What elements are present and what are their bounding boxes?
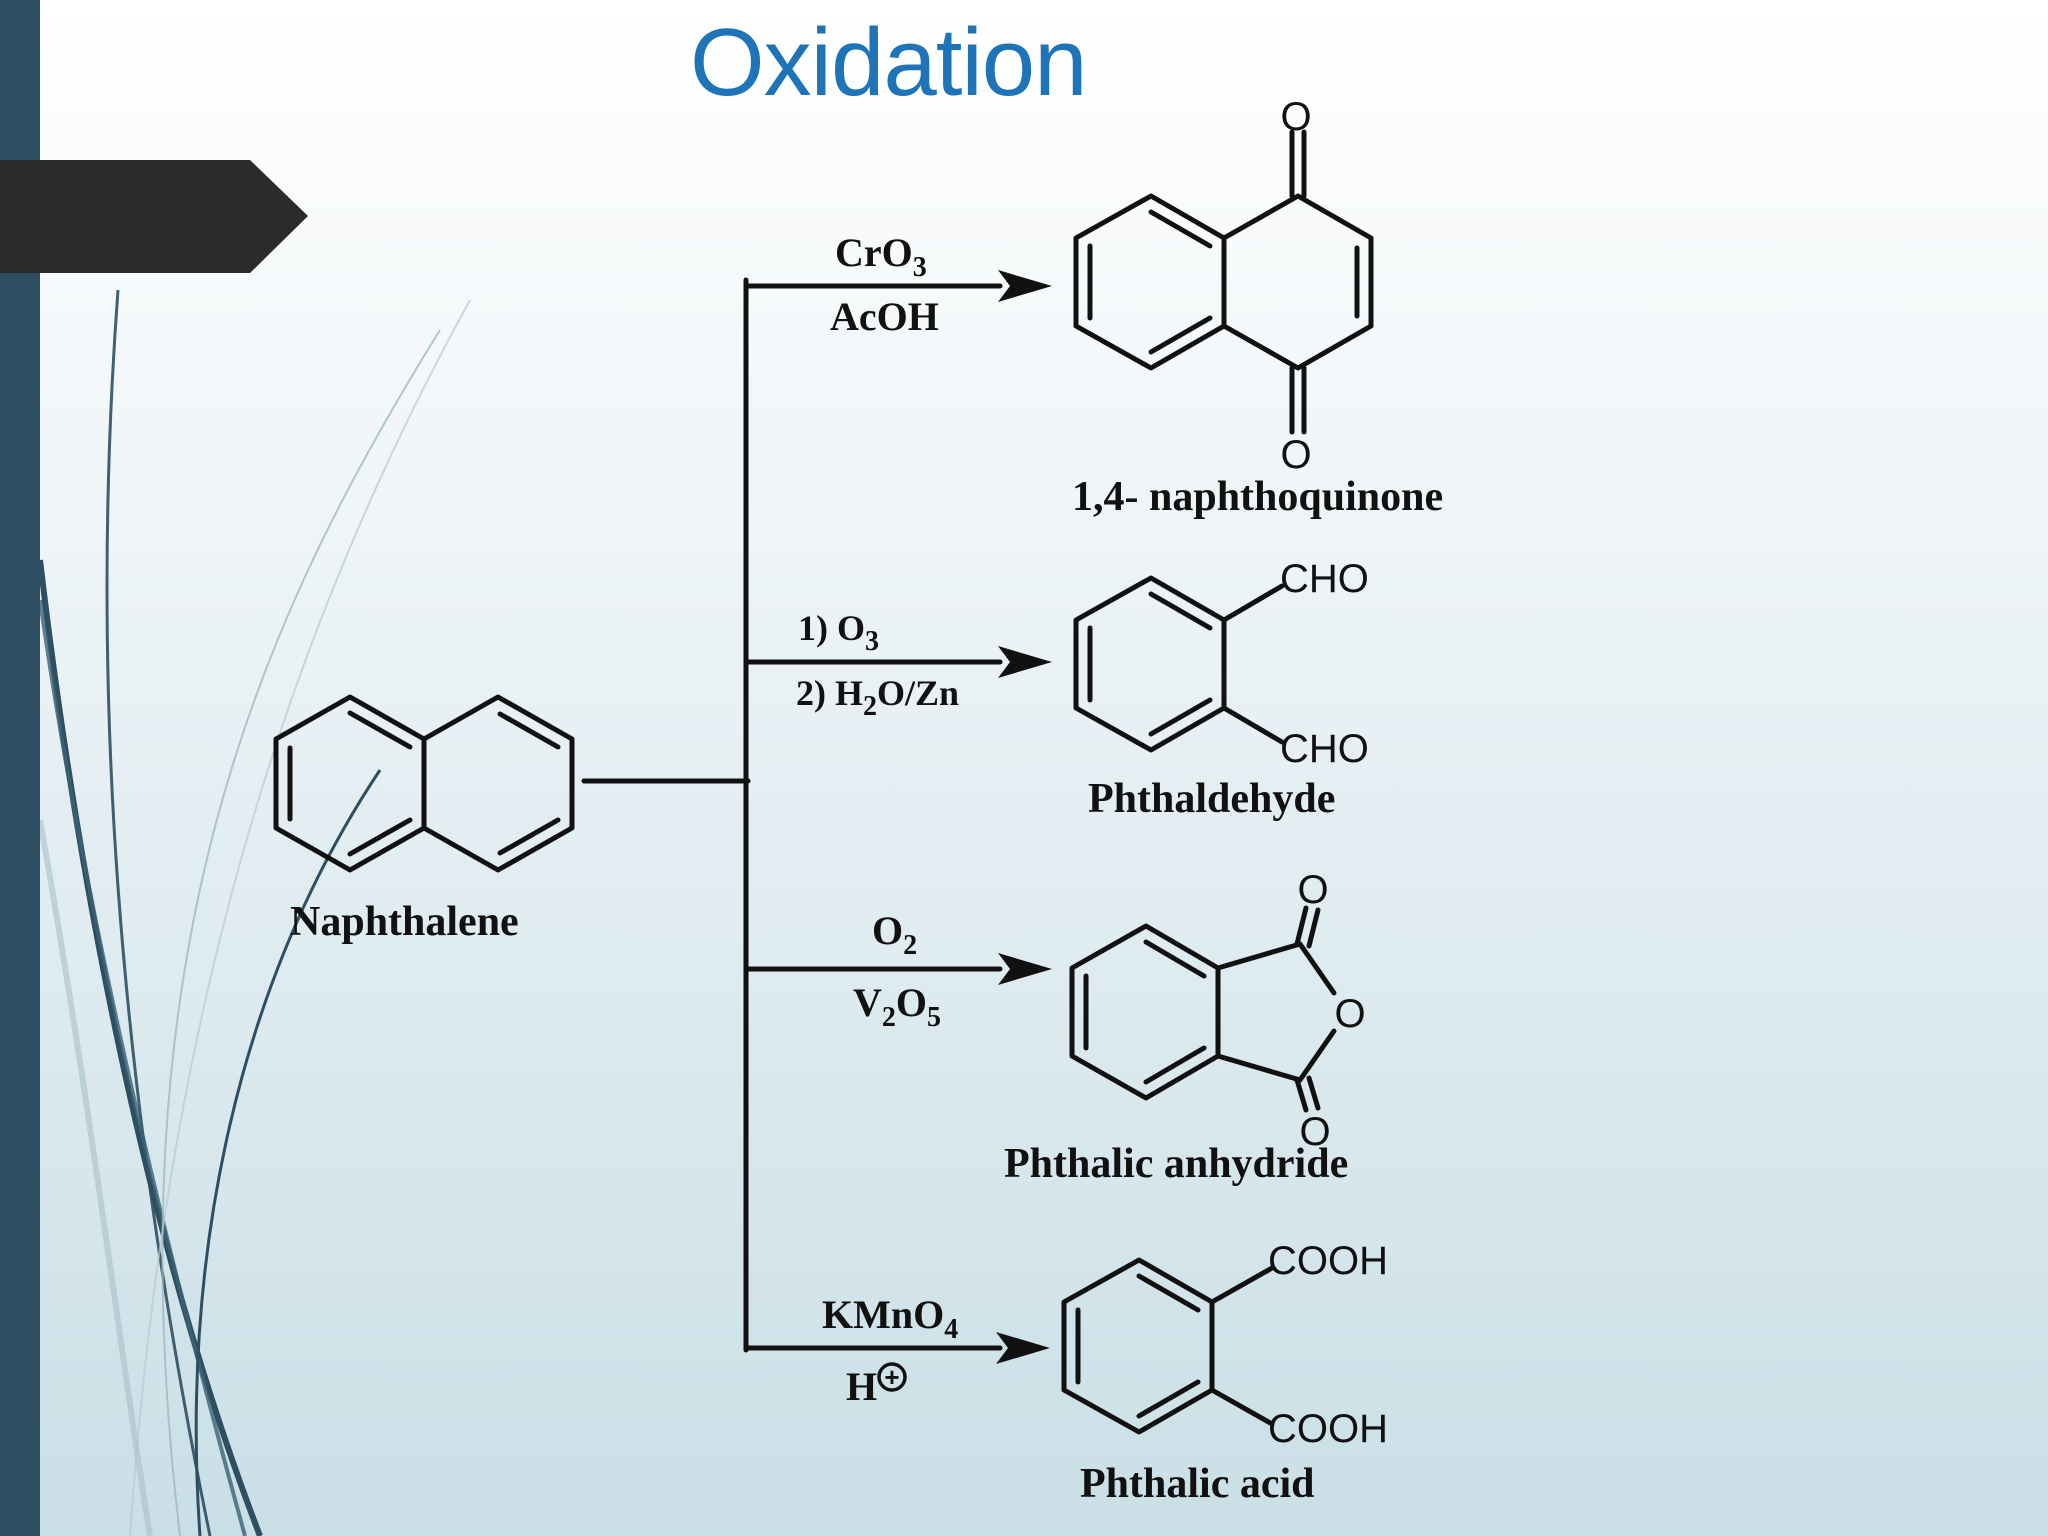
title-tab-marker: [0, 160, 308, 273]
proton-charge-icon: +: [877, 1362, 907, 1392]
phthalic-anhydride-structure: [1069, 905, 1337, 1113]
slide-title: Oxidation: [690, 9, 1088, 116]
reagent-3-bottom: V2O5: [853, 980, 941, 1033]
quinone-oxygen-bottom: O: [1280, 433, 1311, 477]
svg-text:+: +: [884, 1362, 899, 1392]
reagent-4-top: KMnO4: [822, 1292, 958, 1345]
naphthalene-structure: [273, 694, 575, 873]
quinone-oxygen-top: O: [1280, 95, 1311, 139]
naphthoquinone-structure: [1073, 129, 1374, 435]
product-1-name: 1,4- naphthoquinone: [1072, 474, 1443, 520]
arrowhead-2: [998, 646, 1052, 678]
arrowhead-3: [998, 953, 1052, 985]
reagent-2-bottom: 2) H2O/Zn: [796, 673, 959, 722]
product-2-name: Phthaldehyde: [1088, 776, 1335, 822]
reagent-4-bottom: H: [846, 1364, 877, 1409]
phthalic-acid-structure: [1061, 1257, 1275, 1435]
phthaldehyde-structure: [1073, 575, 1285, 753]
branch-lines: [581, 277, 1003, 1353]
product-3-name: Phthalic anhydride: [1004, 1141, 1348, 1187]
arrowhead-4: [996, 1332, 1050, 1364]
arrowhead-1: [998, 270, 1052, 302]
reaction-arrowheads: [996, 270, 1052, 1364]
reagent-3-top: O2: [872, 908, 917, 961]
anhydride-oxygen-bottom: O: [1299, 1110, 1330, 1154]
carboxyl-group-bottom: COOH: [1268, 1407, 1388, 1451]
carboxyl-group-top: COOH: [1268, 1239, 1388, 1283]
reagent-1-top: CrO3: [835, 230, 927, 283]
reagent-2-top: 1) O3: [798, 608, 879, 657]
reagent-1-bottom: AcOH: [830, 294, 939, 339]
anhydride-oxygen-ring: O: [1334, 992, 1365, 1036]
aldehyde-group-top: CHO: [1280, 557, 1369, 601]
product-4-name: Phthalic acid: [1080, 1461, 1315, 1507]
aldehyde-group-bottom: CHO: [1280, 727, 1369, 771]
anhydride-oxygen-top: O: [1297, 868, 1328, 912]
reactant-name: Naphthalene: [290, 899, 519, 945]
